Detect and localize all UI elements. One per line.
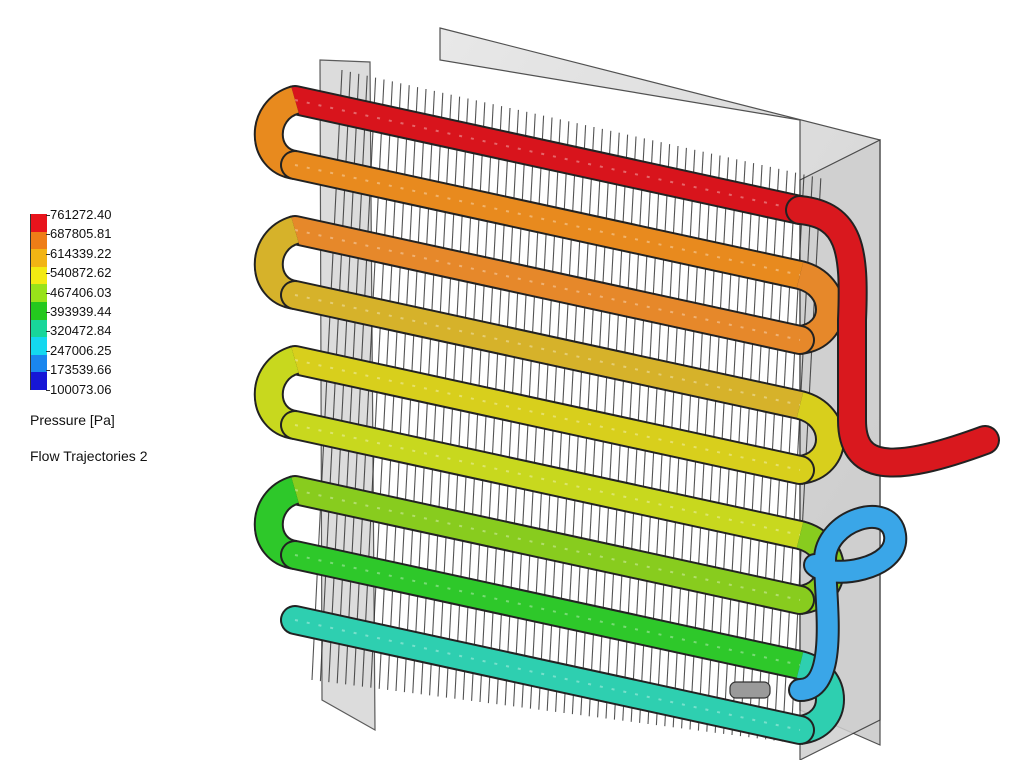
legend-series-label: Flow Trajectories 2	[30, 448, 148, 464]
tube-pass	[282, 607, 813, 743]
legend-swatch	[31, 249, 47, 267]
tube-pass	[282, 477, 813, 613]
tube-pass	[282, 542, 813, 678]
tube-pass	[282, 347, 813, 483]
legend-swatch	[31, 372, 47, 390]
legend-value-label: 687805.81	[45, 226, 112, 242]
trajectory-streak	[294, 554, 801, 666]
legend-swatch	[31, 284, 47, 302]
trajectory-streak	[294, 424, 801, 536]
legend-swatch	[31, 354, 47, 373]
legend-value-label: 540872.62	[45, 265, 112, 281]
trajectory-streak	[294, 489, 801, 601]
legend-swatch	[31, 214, 47, 232]
coil-flow-trajectories	[253, 85, 1000, 745]
trajectory-streak	[294, 619, 801, 731]
legend-value-label: 393939.44	[45, 304, 112, 319]
tube-pass	[282, 152, 813, 288]
legend-value-label: 100073.06	[45, 381, 112, 397]
tube-pass	[282, 282, 813, 418]
return-loop	[790, 507, 906, 700]
outlet-stub	[729, 681, 771, 699]
tube-pass	[282, 217, 813, 353]
legend-value-label: 614339.22	[45, 245, 112, 261]
trajectory-streak	[294, 294, 801, 406]
legend-swatch	[31, 337, 47, 355]
tube-pass	[282, 412, 813, 548]
legend-quantity-label: Pressure [Pa]	[30, 412, 115, 428]
legend-value-label: 761272.40	[45, 207, 112, 222]
trajectory-streak	[294, 229, 801, 341]
legend-value-label: 173539.66	[45, 362, 112, 378]
legend-value-label: 320472.84	[45, 323, 112, 339]
legend-swatch	[31, 266, 47, 285]
trajectory-streak	[294, 164, 801, 276]
pressure-legend: 761272.40 687805.81 614339.22 540872.62 4674…	[30, 208, 230, 468]
trajectory-streak	[294, 99, 801, 211]
legend-value-label: 467406.03	[45, 284, 112, 300]
inlet-tube	[787, 197, 998, 476]
legend-value-label: 247006.25	[45, 342, 112, 358]
evaporator-coil-model	[253, 27, 1000, 760]
legend-swatch	[31, 301, 47, 320]
legend-swatch	[31, 319, 47, 338]
tube-pass	[282, 87, 813, 223]
legend-swatch	[31, 231, 47, 250]
trajectory-streak	[294, 359, 801, 471]
legend-colorbar	[30, 214, 47, 390]
